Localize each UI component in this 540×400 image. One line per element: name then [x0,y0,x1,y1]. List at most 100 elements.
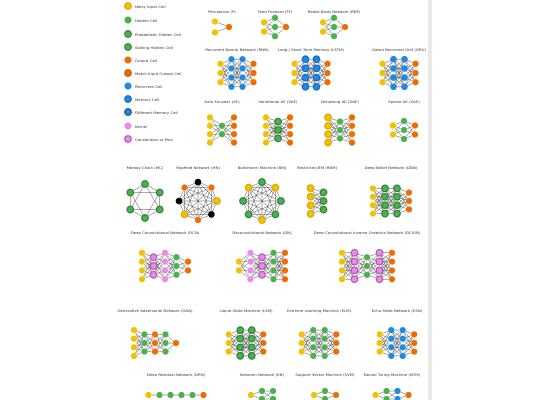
network-edge [396,192,410,214]
network-node [151,330,159,338]
network-node [336,118,344,126]
network-node [281,249,289,257]
network-node [400,117,408,125]
network-node [298,330,306,338]
network-node [309,343,317,351]
legend-swatch-icon [124,108,132,116]
network-node [230,139,238,147]
network-node [236,326,245,334]
network-node [350,275,359,284]
network-node [246,249,254,257]
network-node [281,266,289,274]
network-node [321,387,329,395]
network-node [247,343,256,352]
network-node [348,122,356,130]
network-node [246,266,254,274]
legend-label: Different Memory Cell [135,110,178,115]
network-node [258,262,266,270]
network-node [306,184,315,192]
network-node [211,18,219,26]
network-edge [393,59,405,87]
network-node [306,192,315,201]
network-node [225,330,233,338]
network-node [141,214,149,222]
network-edge [273,252,286,271]
network-edge [242,200,263,221]
network-node [206,113,214,121]
network-node [184,258,192,266]
network-node [236,343,245,352]
network-node [410,330,418,338]
network-node [194,216,202,224]
network-node [270,249,278,257]
network-title: Feed Forward (FF) [258,9,293,14]
network-node [194,178,202,186]
network-node [149,253,158,262]
network-node [244,210,253,219]
network-node [381,201,389,210]
network-node [405,205,413,213]
network-node [271,23,279,31]
network-edge [384,188,398,214]
network-edge [240,330,252,356]
network-node [172,253,180,261]
network-node [390,74,397,81]
network-node [271,14,279,22]
network-node [247,352,256,360]
legend-swatch-icon [124,135,132,143]
network-node [213,197,221,205]
legend-swatch-icon [124,122,132,130]
network-node [161,258,169,266]
network-node [259,339,267,347]
network-title: Long / Short Term Memory (LSTM) [278,47,344,52]
network-node [321,395,329,400]
network-node [332,391,340,399]
network-node [206,139,214,147]
network-title: Deep Convolutional Network (DCN) [131,230,200,235]
network-node [405,197,413,205]
network-node [321,335,329,343]
network-node [130,335,138,343]
network-edge [391,330,403,356]
network-node [180,210,189,219]
network-edge [133,334,145,356]
network-edge [379,330,392,352]
network-node [140,339,148,347]
network-node [172,262,180,270]
network-edge [238,252,251,271]
network-edge [382,59,394,83]
network-node [394,395,401,400]
network-edge [305,59,317,87]
network-node [319,197,328,205]
network-node [387,326,395,334]
network-node [286,130,294,138]
network-edge [354,257,368,280]
network-node [286,122,294,130]
network-title: Gated Recurrent Unit (GRU) [372,47,426,52]
network-edge [130,183,146,210]
network-node [141,180,149,188]
network-node [270,258,278,266]
network-node [126,188,135,197]
network-node [321,343,329,351]
network-title: Deconvolutional Network (DN) [232,230,292,235]
network-node [247,334,256,343]
network-node [383,387,391,395]
network-node [387,352,395,360]
network-title: Markov Chain (MC) [127,165,164,170]
network-node [282,23,290,31]
network-node [298,339,306,347]
network-node [312,64,321,73]
network-node [324,78,332,86]
network-edge [324,334,337,356]
network-node [379,69,387,77]
network-edge [261,252,274,275]
network-node [130,343,138,351]
network-node [227,55,235,63]
legend-label: Recurrent Cell [135,84,162,89]
network-edge [164,257,177,280]
network-node [348,139,356,147]
network-node [405,189,413,197]
network-node [177,391,185,399]
network-node [319,28,327,36]
